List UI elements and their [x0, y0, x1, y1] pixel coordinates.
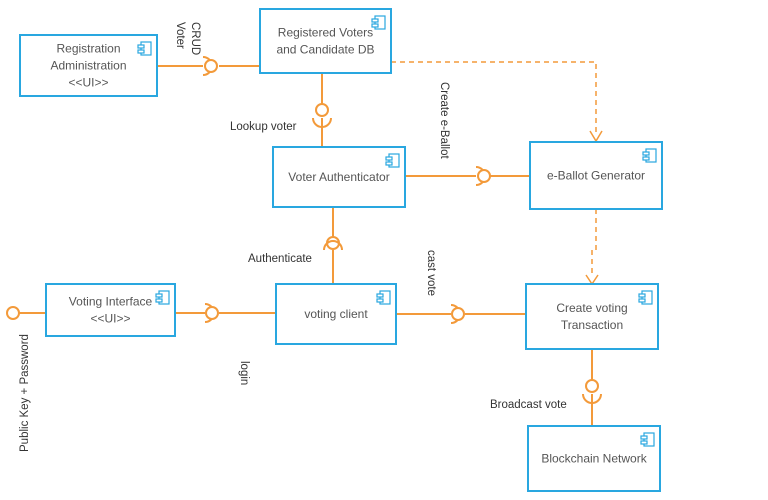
component-label: Voter Authenticator — [288, 170, 389, 184]
component-box — [527, 425, 661, 492]
authenticate-label: Authenticate — [248, 253, 312, 265]
component-label: e-Ballot Generator — [547, 169, 645, 183]
component-db: Registered Voters and Candidate DB — [259, 8, 392, 74]
component-auth: Voter Authenticator — [272, 146, 406, 208]
component-box — [272, 146, 406, 208]
broadcast-vote-label: Broadcast vote — [490, 399, 567, 411]
eballot-lollipop — [477, 169, 491, 183]
component-box — [259, 8, 392, 74]
component-client: voting client — [275, 283, 397, 345]
arrowhead-tx — [585, 274, 599, 286]
component-label: and Candidate DB — [276, 43, 374, 57]
login-label: login — [238, 361, 250, 385]
dependencies — [391, 61, 597, 276]
component-box — [275, 283, 397, 345]
component-label: <<UI>> — [68, 76, 108, 90]
public-key-lollipop — [6, 306, 20, 320]
component-label: Registered Voters — [278, 26, 373, 40]
cast-vote-label: cast vote — [425, 250, 437, 296]
castvote-lollipop — [451, 307, 465, 321]
component-label: Blockchain Network — [541, 452, 647, 466]
component-label: <<UI>> — [90, 312, 130, 326]
crud-label-line2: Voter — [174, 22, 186, 49]
component-box — [19, 34, 158, 97]
crud-label-line1: CRUD — [189, 22, 201, 55]
lookup-voter-label: Lookup voter — [230, 121, 297, 133]
arrowhead-ballot — [589, 130, 603, 143]
component-icon — [371, 15, 386, 30]
broadcast-lollipop — [585, 379, 599, 393]
component-ballot-gen: e-Ballot Generator — [529, 141, 663, 210]
component-icon — [642, 148, 657, 163]
connectors — [6, 56, 602, 426]
login-lollipop — [205, 306, 219, 320]
component-voting-ui: Voting Interface <<UI>> — [45, 283, 176, 337]
component-icon — [155, 290, 170, 305]
component-label: voting client — [304, 307, 368, 321]
component-box — [45, 283, 176, 337]
component-label: Voting Interface — [69, 295, 153, 309]
component-blockchain: Blockchain Network — [527, 425, 661, 492]
component-box — [525, 283, 659, 350]
component-icon — [638, 290, 653, 305]
labels: CRUD Voter Lookup voter Create e-Ballot … — [19, 22, 567, 452]
component-label: Administration — [50, 59, 126, 73]
component-icon — [385, 153, 400, 168]
component-label: Registration — [56, 42, 120, 56]
db-to-ballot-dependency — [391, 61, 597, 134]
component-icon — [640, 432, 655, 447]
public-key-label: Public Key + Password — [19, 334, 31, 452]
ballot-to-tx-dependency — [591, 209, 597, 276]
component-box — [529, 141, 663, 210]
component-label: Transaction — [561, 318, 623, 332]
component-icon — [137, 41, 152, 56]
create-eballot-label: Create e-Ballot — [438, 82, 450, 160]
component-label: Create voting — [556, 301, 627, 315]
crud-lollipop — [204, 59, 218, 73]
component-icon — [376, 290, 391, 305]
lookup-lollipop — [315, 103, 329, 117]
authenticate-socket — [323, 240, 343, 251]
